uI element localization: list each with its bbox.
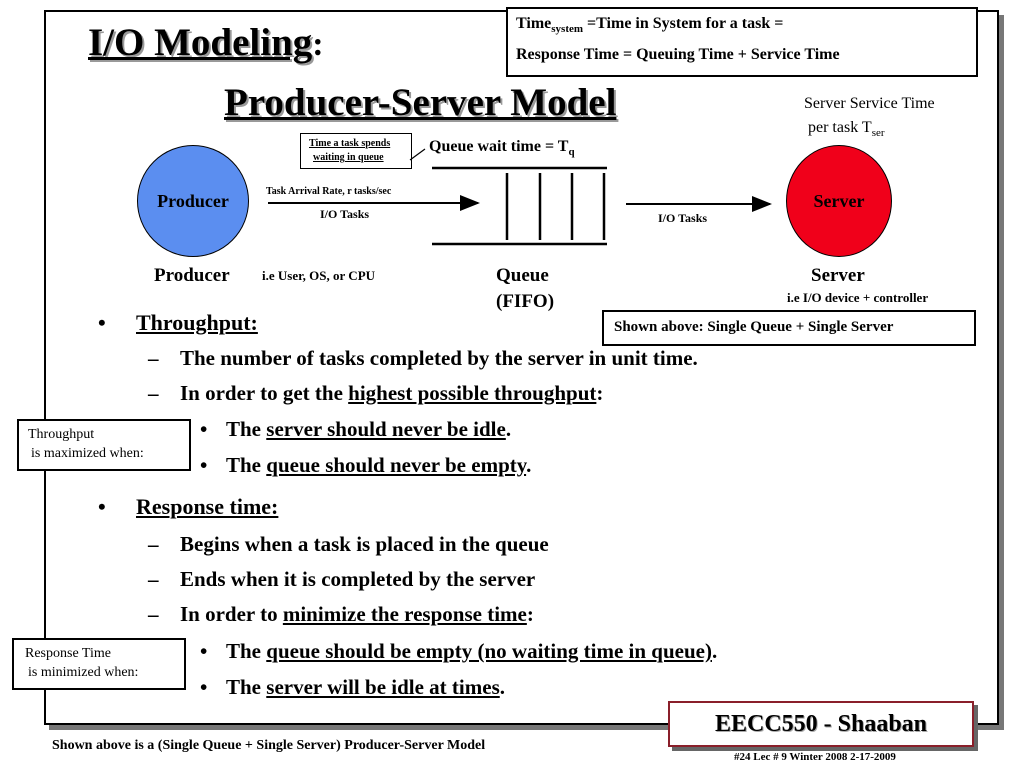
queue-wait-time: Queue wait time = Tq xyxy=(429,138,575,159)
throughput-note-line2: is maximized when: xyxy=(31,446,144,461)
throughput-heading: Throughput: xyxy=(136,310,258,335)
server-circle: Server xyxy=(786,145,892,257)
queue-label: Queue xyxy=(496,265,549,286)
producer-label: Producer xyxy=(154,265,230,286)
response-sub1: The queue should be empty (no waiting ti… xyxy=(226,639,718,663)
response-sub2: The server will be idle at times. xyxy=(226,675,505,699)
server-label: Server xyxy=(811,265,865,286)
throughput-sub1: The server should never be idle. xyxy=(226,417,512,441)
response-heading: Response time: xyxy=(136,494,279,519)
response-note-line1: Response Time xyxy=(25,646,111,661)
queue-fifo-label: (FIFO) xyxy=(496,291,555,312)
title-colon: : xyxy=(312,26,324,63)
page-subtitle: Producer-Server Model xyxy=(224,81,617,124)
dash-icon: – xyxy=(148,381,159,405)
throughput-note-box: Throughput is maximized when: xyxy=(17,419,191,471)
task-note-line1: Time a task spends xyxy=(309,138,391,149)
throughput-bullet: • xyxy=(98,310,106,335)
arrival-rate-label: Task Arrival Rate, r tasks/sec xyxy=(266,186,392,197)
shown-above-box: Shown above: Single Queue + Single Serve… xyxy=(602,310,976,346)
bullet-icon: • xyxy=(200,639,208,663)
bullet-icon: • xyxy=(200,417,208,441)
time-system-box: Timesystem =Time in System for a task = … xyxy=(506,7,978,77)
task-note-line2: waiting in queue xyxy=(313,152,384,163)
dash-icon: – xyxy=(148,346,159,370)
shown-above-text: Shown above: Single Queue + Single Serve… xyxy=(614,319,894,335)
page-title: I/O Modeling: xyxy=(88,20,324,65)
server-service-line2: per task Tser xyxy=(808,119,885,140)
response-item2: Ends when it is completed by the server xyxy=(180,567,536,591)
response-note-box: Response Time is minimized when: xyxy=(12,638,186,690)
title-text: I/O Modeling xyxy=(88,21,313,64)
slide-frame xyxy=(44,10,999,725)
throughput-sub2: The queue should never be empty. xyxy=(226,453,532,477)
footer-slide-info: #24 Lec # 9 Winter 2008 2-17-2009 xyxy=(734,751,896,763)
course-logo: EECC550 - Shaaban xyxy=(668,701,974,747)
throughput-item1: The number of tasks completed by the ser… xyxy=(180,346,698,370)
bullet-icon: • xyxy=(200,675,208,699)
response-item3: In order to minimize the response time: xyxy=(180,602,534,626)
dash-icon: – xyxy=(148,602,159,626)
footer-caption: Shown above is a (Single Queue + Single … xyxy=(52,738,486,753)
server-service-line1: Server Service Time xyxy=(804,95,935,112)
io-tasks-left: I/O Tasks xyxy=(320,207,370,221)
throughput-item2: In order to get the highest possible thr… xyxy=(180,381,604,405)
response-item1: Begins when a task is placed in the queu… xyxy=(180,532,549,556)
throughput-note-line1: Throughput xyxy=(28,427,95,442)
server-desc: i.e I/O device + controller xyxy=(787,290,929,305)
response-bullet: • xyxy=(98,494,106,519)
time-system-line2: Response Time = Queuing Time + Service T… xyxy=(516,46,840,63)
response-note-line2: is minimized when: xyxy=(28,665,139,680)
io-tasks-right: I/O Tasks xyxy=(658,211,708,225)
note-pointer xyxy=(409,148,426,161)
dash-icon: – xyxy=(148,532,159,556)
task-wait-note: Time a task spends waiting in queue xyxy=(300,133,412,169)
bullet-icon: • xyxy=(200,453,208,477)
producer-desc: i.e User, OS, or CPU xyxy=(262,268,376,283)
dash-icon: – xyxy=(148,567,159,591)
producer-circle: Producer xyxy=(137,145,249,257)
time-system-line1: Timesystem =Time in System for a task = xyxy=(516,15,784,36)
